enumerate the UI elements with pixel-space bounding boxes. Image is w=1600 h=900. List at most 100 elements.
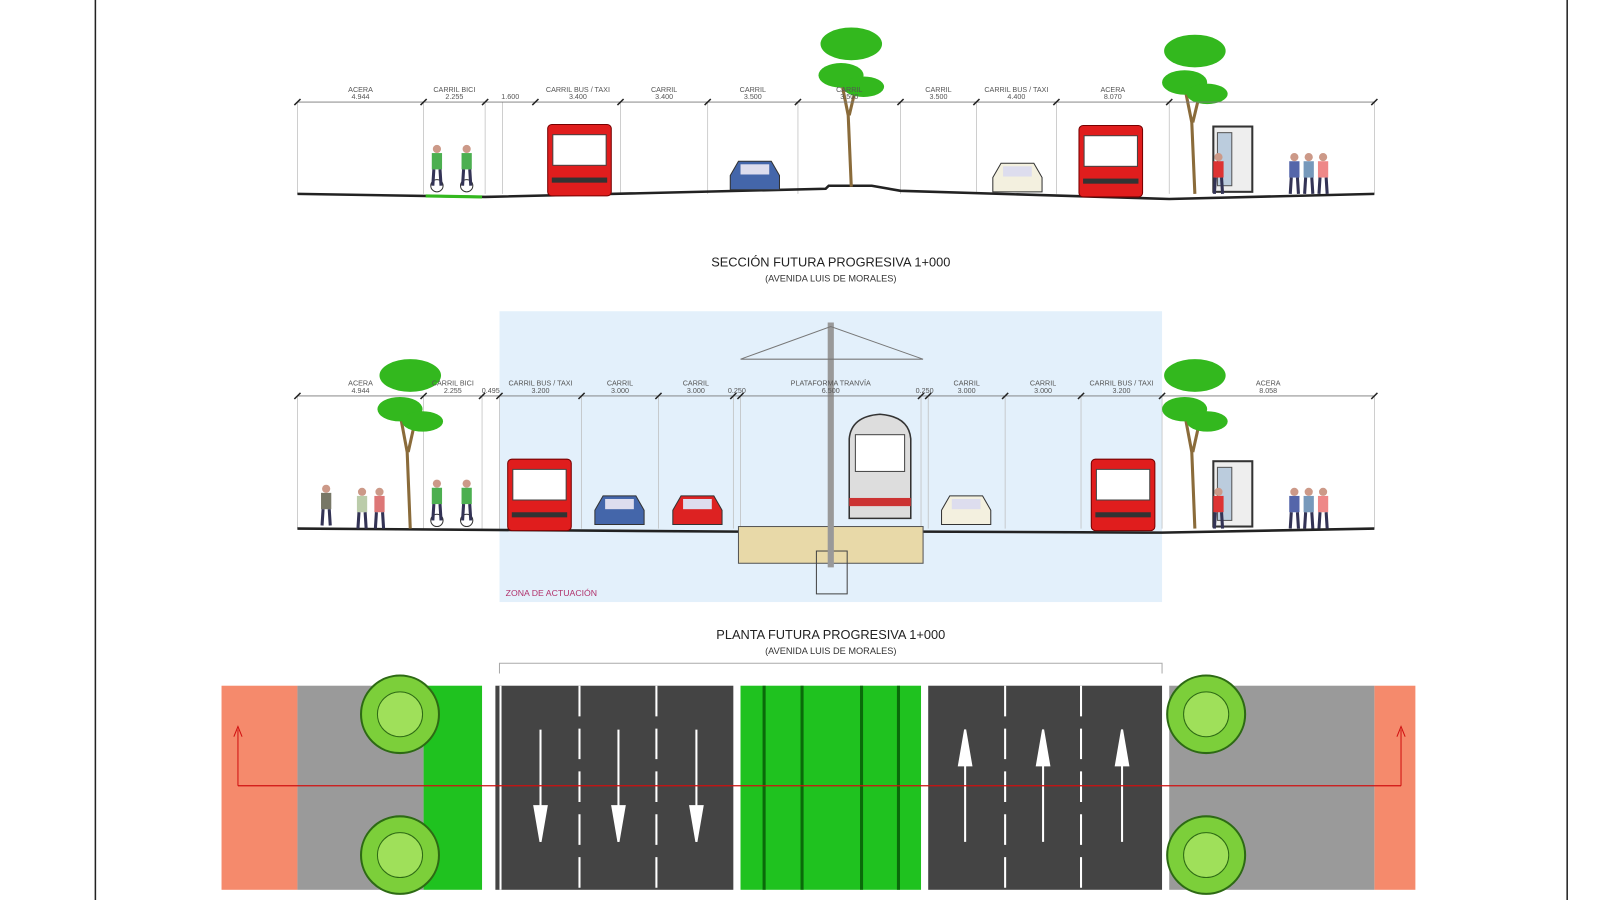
pedestrian	[1212, 487, 1225, 529]
dimension-label: CARRIL BUS / TAXI	[984, 86, 1048, 94]
dimension-value: 3.500	[840, 93, 858, 101]
tree	[1162, 34, 1228, 194]
bus-window	[552, 134, 607, 166]
wheel	[430, 179, 444, 193]
dimension-value: 3.000	[687, 387, 705, 395]
section-subtitle: (AVENIDA LUIS DE MORALES)	[765, 274, 896, 284]
legs	[356, 512, 368, 529]
dimension-value: 3.000	[611, 387, 629, 395]
tree-crown-inner	[376, 832, 424, 879]
plan-subtitle: (AVENIDA LUIS DE MORALES)	[765, 646, 896, 656]
dimension-value: 0.495	[482, 387, 500, 395]
dimension-value: 2.255	[445, 93, 463, 101]
head	[357, 487, 367, 496]
legs	[1212, 177, 1225, 194]
dimension-value: 3.500	[929, 93, 947, 101]
dimension-label: CARRIL BUS / TAXI	[508, 380, 572, 388]
zone-label: ZONA DE ACTUACIÓN	[506, 588, 597, 598]
pedestrian	[431, 479, 443, 521]
cyclist	[459, 479, 474, 528]
tree-canopy	[843, 76, 885, 97]
dimension-tick	[293, 98, 302, 106]
plan-title: PLANTA FUTURA PROGRESIVA 1+000	[716, 627, 945, 642]
arrow-down-icon	[611, 729, 626, 843]
arrow-up-icon	[1114, 729, 1130, 842]
legs	[461, 169, 473, 186]
dimension-value: 3.500	[744, 93, 762, 101]
sidewalk-edge-right	[1374, 685, 1416, 890]
pedestrian	[461, 479, 473, 521]
head	[1214, 153, 1223, 162]
dimension-tick	[478, 392, 486, 400]
tree	[377, 359, 444, 529]
head	[432, 479, 442, 488]
dimension-value: 0.250	[916, 387, 934, 395]
car	[729, 160, 780, 191]
dimension-label: CARRIL	[651, 86, 677, 94]
tree	[818, 27, 885, 187]
tree-canopy	[379, 359, 442, 392]
legs	[1288, 177, 1300, 194]
pedestrian	[320, 484, 332, 526]
tree-crown-inner	[1183, 691, 1230, 738]
zone-bracket	[498, 662, 1163, 674]
dimension-label: CARRIL BUS / TAXI	[546, 86, 610, 94]
bus-bumper	[1083, 178, 1139, 184]
dimension-tick	[1370, 392, 1378, 400]
dimension-tick	[419, 392, 428, 400]
tree-canopy	[1186, 411, 1228, 432]
pedestrian	[373, 487, 386, 529]
torso	[461, 153, 472, 170]
head	[1318, 153, 1328, 162]
tree-plan-icon	[359, 674, 440, 755]
legs	[373, 512, 386, 529]
legs	[431, 169, 443, 186]
dimension-tick	[616, 98, 625, 106]
section-title: SECCIÓN FUTURA PROGRESIVA 1+000	[711, 254, 950, 269]
dimension-label: CARRIL BICI	[433, 86, 475, 94]
dimension-value: 3.200	[532, 387, 550, 395]
legs	[1303, 512, 1315, 529]
car-windshield	[1003, 166, 1032, 177]
car	[672, 495, 723, 525]
bus-window	[1083, 135, 1138, 167]
head	[375, 487, 384, 496]
head	[462, 479, 471, 488]
torso	[1303, 495, 1314, 513]
arrow-up-icon	[1035, 729, 1051, 842]
dimension-value: 3.400	[655, 93, 673, 101]
torso	[1303, 161, 1314, 178]
pedestrian	[1212, 153, 1225, 194]
legs	[431, 503, 443, 521]
dimension-value: 1.600	[501, 93, 519, 101]
car	[992, 162, 1043, 193]
car	[594, 495, 645, 525]
dimension-value: 3.000	[1034, 387, 1052, 395]
tree-canopy	[402, 411, 444, 432]
bus-window	[512, 468, 567, 501]
dimension-tick	[736, 392, 745, 400]
sidewalk-edge-left	[221, 685, 298, 890]
pedestrian	[1288, 153, 1300, 194]
dimension-value: 8.058	[1259, 387, 1277, 395]
head	[462, 144, 471, 154]
tree	[1162, 359, 1228, 529]
head	[1304, 487, 1313, 496]
cyclist	[459, 144, 474, 193]
dimension-value: 3.400	[569, 93, 587, 101]
tree-canopy	[820, 27, 883, 61]
dimension-tick	[481, 98, 489, 106]
dimension-value: 4.400	[1007, 93, 1025, 101]
torso	[431, 487, 443, 505]
torso	[1289, 495, 1300, 513]
lanes-left	[495, 685, 734, 890]
dimension-tick	[972, 98, 981, 106]
dimension-label: CARRIL	[740, 86, 766, 94]
dimension-value: 4.944	[352, 93, 370, 101]
bus-bumper	[551, 177, 608, 183]
car-windshield	[683, 498, 712, 510]
tree-crown-inner	[376, 691, 424, 738]
torso	[1317, 161, 1329, 178]
dimension-tick	[1158, 392, 1166, 400]
